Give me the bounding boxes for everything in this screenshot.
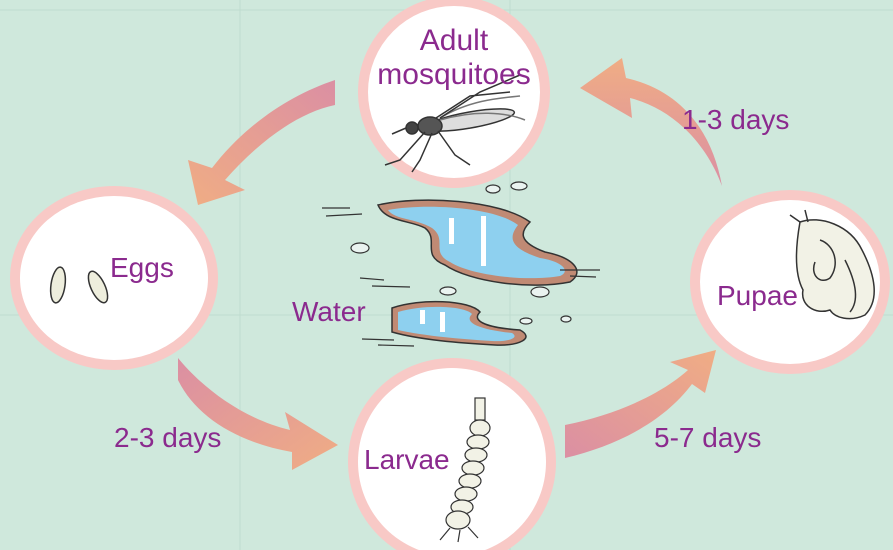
stage-label-adult-line2: mosquitoes [354,58,554,92]
arrow-adult-to-eggs [188,80,335,205]
stage-label-adult-line1: Adult [354,24,554,58]
duration-pupae-to-adult: 1-3 days [682,104,789,136]
duration-larvae-to-pupae: 5-7 days [654,422,761,454]
stage-label-larvae: Larvae [364,444,450,476]
water-label: Water [292,296,366,328]
stage-label-pupae: Pupae [717,280,798,312]
duration-eggs-to-larvae: 2-3 days [114,422,221,454]
stage-label-adult: Adult mosquitoes [354,24,554,92]
stage-label-eggs: Eggs [110,252,174,284]
